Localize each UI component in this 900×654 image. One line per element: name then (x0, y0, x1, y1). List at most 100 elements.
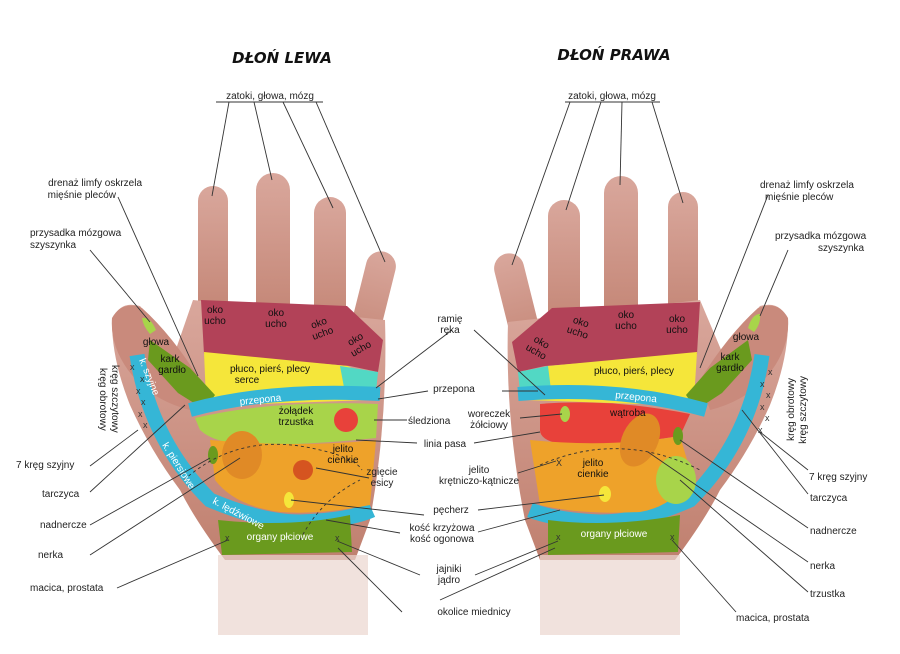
svg-text:x: x (143, 420, 148, 430)
left-top-label: zatoki, głowa, mózg (226, 91, 314, 102)
left-linia-pasa (183, 443, 363, 481)
left-x-marks: x x x x x x x x (130, 362, 340, 543)
svg-text:x: x (140, 374, 145, 384)
label-sledziona: śledziona (408, 416, 451, 427)
left-label-nerka: nerka (38, 550, 63, 561)
right-zone-przepona: przepona (615, 390, 658, 405)
left-label-krag7: 7 kręg szyjny (16, 460, 74, 471)
left-title: DŁOŃ LEWA (232, 48, 332, 67)
left-thumb-lime (142, 317, 156, 334)
label-pecherz: pęcherz (433, 505, 469, 516)
svg-text:x: x (765, 413, 770, 423)
right-wrist (540, 555, 680, 635)
left-esica-spot (293, 460, 313, 480)
left-przepona-band (188, 385, 381, 417)
left-nadnercze-spot (208, 446, 218, 464)
svg-text:x: x (141, 397, 146, 407)
right-label-nerka: nerka (810, 561, 835, 572)
right-linia-pasa (539, 448, 701, 471)
right-kark-zone (686, 340, 752, 410)
svg-text:x: x (130, 362, 135, 372)
right-spine-arc (527, 353, 770, 530)
left-index-finger (198, 186, 228, 336)
right-woreczek-spot (560, 406, 570, 422)
svg-text:x: x (758, 425, 763, 435)
svg-text:x: x (670, 532, 675, 542)
right-label-tarczyca: tarczyca (810, 493, 848, 504)
svg-text:x: x (225, 533, 230, 543)
right-middle-finger (604, 176, 638, 346)
left-dashed-curve (299, 479, 361, 541)
left-label-macica: macica, prostata (30, 583, 104, 594)
svg-text:x: x (766, 390, 771, 400)
right-oko-band (512, 302, 700, 372)
left-sledziona-spot (334, 408, 358, 432)
right-zone-watroba: wątroba (609, 408, 646, 419)
right-label-macica: macica, prostata (736, 613, 810, 624)
left-zone-przepona: przepona (239, 393, 282, 408)
svg-text:x: x (556, 532, 561, 542)
leader-lines (89, 101, 809, 613)
svg-text:x: x (335, 533, 340, 543)
right-label-nadnercze: nadnercze (810, 526, 857, 537)
right-kregi-label-2: kręg szczytowy (798, 376, 809, 444)
right-x-marks: x x x x x x X x x (556, 367, 773, 542)
svg-text:x: x (136, 386, 141, 396)
label-linia-pasa: linia pasa (424, 439, 467, 450)
right-thumb-lime (748, 314, 761, 332)
left-middle-finger (256, 173, 290, 343)
svg-text:x: x (760, 402, 765, 412)
left-kark-zone (148, 340, 215, 410)
left-oko-band (201, 300, 383, 372)
right-title: DŁOŃ PRAWA (557, 45, 670, 64)
left-zone-organy: organy płciowe (247, 532, 314, 543)
svg-text:x: x (760, 379, 765, 389)
left-kregi-label-2: kręg obrotowy (97, 368, 108, 431)
right-organy-band (548, 515, 680, 555)
right-top-label: zatoki, głowa, mózg (568, 91, 656, 102)
right-nadnercze-spot (673, 427, 683, 445)
left-pecherz-spot (284, 492, 294, 508)
left-wrist (218, 555, 368, 635)
left-kregi-label-1: kręg szczytowy (109, 365, 120, 433)
svg-text:x: x (768, 367, 773, 377)
left-nerka-spot (222, 431, 262, 479)
left-label-tarczyca: tarczyca (42, 489, 80, 500)
right-zone-glowa: głowa (733, 332, 760, 343)
svg-text:x: x (138, 409, 143, 419)
right-kregi-label-1: kręg obrotowy (786, 378, 797, 441)
right-pecherz-spot (599, 486, 611, 502)
right-trzustka-spot (656, 456, 696, 504)
label-przepona: przepona (433, 384, 475, 395)
right-label-trzustka: trzustka (810, 589, 845, 600)
left-zone-glowa: głowa (143, 337, 170, 348)
right-zone-pluco: płuco, pierś, plecy (594, 366, 674, 377)
left-label-nadnercze: nadnercze (40, 520, 87, 531)
